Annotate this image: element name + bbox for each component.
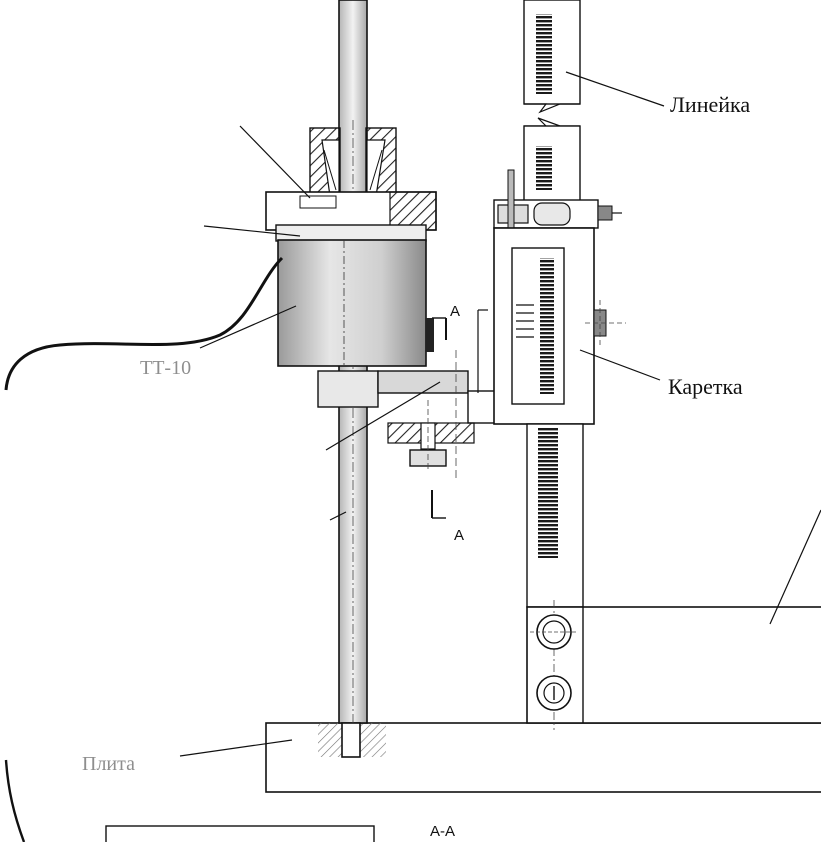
carriage-tick-marks bbox=[516, 304, 534, 338]
screw-head-lower bbox=[536, 675, 572, 711]
leader-lines bbox=[179, 125, 441, 757]
section-line-a bbox=[431, 317, 457, 519]
ruler-clamp bbox=[493, 169, 622, 235]
label-partial-pt: ТТ-10 bbox=[140, 357, 191, 379]
screw-head-upper bbox=[530, 614, 578, 650]
label-plita: Плита bbox=[82, 753, 135, 775]
stand-column bbox=[526, 423, 821, 730]
flange bbox=[265, 191, 437, 242]
carriage bbox=[493, 227, 661, 425]
label-karetka: Каретка bbox=[668, 374, 743, 399]
ruler bbox=[523, 0, 665, 203]
label-section-aa: A-A bbox=[430, 823, 455, 840]
label-section-a-bottom: A bbox=[454, 527, 464, 544]
label-section-a-top: A bbox=[450, 303, 460, 320]
frame-arc bbox=[4, 759, 26, 842]
section-view-box bbox=[105, 825, 375, 842]
sensor-cable bbox=[4, 256, 284, 391]
sensor-body bbox=[277, 239, 434, 367]
lower-clamp bbox=[317, 309, 499, 470]
label-lineyka: Линейка bbox=[670, 92, 750, 117]
